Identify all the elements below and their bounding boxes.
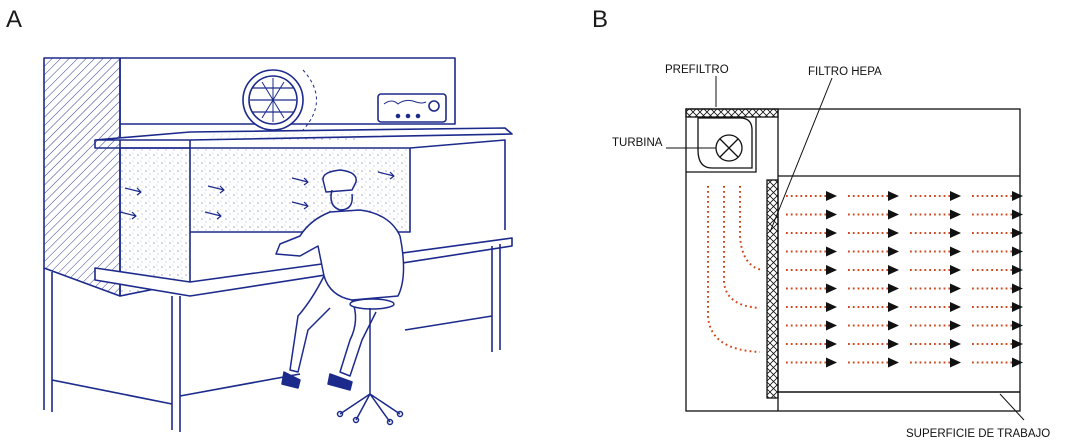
label-turbine: TURBINA bbox=[612, 137, 663, 149]
arrowhead-icon bbox=[826, 209, 837, 220]
arrowhead-icon bbox=[826, 246, 837, 257]
arrowhead-icon bbox=[950, 302, 961, 312]
arrowhead-icon bbox=[950, 246, 961, 257]
arrowhead-icon bbox=[950, 357, 961, 368]
hepa-filter bbox=[766, 179, 779, 399]
arrowhead-icon bbox=[826, 283, 837, 294]
arrowhead-icon bbox=[1012, 357, 1023, 368]
arrowhead-icon bbox=[826, 339, 837, 349]
arrowhead-icon bbox=[888, 228, 899, 238]
arrowhead-icon bbox=[1012, 283, 1023, 294]
laminar-flow-arrows bbox=[786, 191, 1023, 368]
laminar-flow-cabinet-illustration bbox=[43, 57, 513, 432]
arrowhead-icon bbox=[1012, 209, 1023, 220]
work-surface bbox=[94, 237, 513, 297]
operator-figure bbox=[275, 169, 405, 426]
arrowhead-icon bbox=[1012, 339, 1023, 349]
arrowhead-icon bbox=[888, 339, 899, 349]
arrowhead-icon bbox=[888, 283, 899, 294]
arrowhead-icon bbox=[1012, 302, 1023, 312]
label-work-surface: SUPERFICIE DE TRABAJO bbox=[906, 428, 1050, 440]
arrowhead-icon bbox=[888, 320, 899, 331]
arrowhead-icon bbox=[950, 191, 961, 201]
arrowhead-icon bbox=[1012, 265, 1023, 275]
label-hepa: FILTRO HEPA bbox=[808, 66, 882, 78]
arrowhead-icon bbox=[888, 209, 899, 220]
arrowhead-icon bbox=[888, 302, 899, 312]
label-prefilter: PREFILTRO bbox=[665, 64, 729, 76]
arrowhead-icon bbox=[950, 283, 961, 294]
arrowhead-icon bbox=[950, 265, 961, 275]
arrowhead-icon bbox=[826, 265, 837, 275]
arrowhead-icon bbox=[888, 246, 899, 257]
prefilter bbox=[685, 108, 779, 118]
arrowhead-icon bbox=[826, 228, 837, 238]
airflow-recirculation bbox=[707, 186, 763, 353]
cabinet-outline bbox=[685, 108, 1021, 412]
arrowhead-icon bbox=[826, 357, 837, 368]
arrowhead-icon bbox=[950, 228, 961, 238]
panel-b-letter: B bbox=[592, 6, 609, 33]
arrowhead-icon bbox=[1012, 228, 1023, 238]
arrowhead-icon bbox=[1012, 246, 1023, 257]
arrowhead-icon bbox=[950, 209, 961, 220]
arrowhead-icon bbox=[888, 191, 899, 201]
control-panel bbox=[377, 93, 447, 123]
panel-a-letter: A bbox=[6, 6, 23, 33]
arrowhead-icon bbox=[1012, 191, 1023, 201]
arrowhead-icon bbox=[888, 265, 899, 275]
arrowhead-icon bbox=[950, 339, 961, 349]
arrowhead-icon bbox=[888, 357, 899, 368]
arrowhead-icon bbox=[950, 320, 961, 331]
arrowhead-icon bbox=[826, 320, 837, 331]
arrowhead-icon bbox=[1012, 320, 1023, 331]
arrowhead-icon bbox=[826, 191, 837, 201]
arrowhead-icon bbox=[826, 302, 837, 312]
